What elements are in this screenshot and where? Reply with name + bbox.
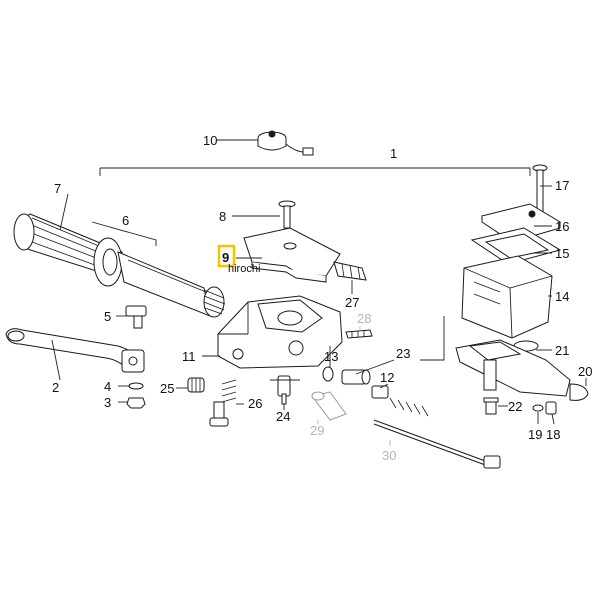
part-8-screw [278,200,296,229]
part-30-pushrod [373,419,501,469]
part-29-piston-grey [311,391,347,421]
callout-3: 3 [104,395,111,410]
callout-26: 26 [248,396,262,411]
part-15-gasket [470,227,562,265]
callout-4: 4 [104,379,111,394]
part-18-screw [545,401,557,415]
callout-20: 20 [578,364,592,379]
leader-1 [99,167,531,176]
part-27-boot [333,261,367,281]
leader-12 [379,383,389,389]
callout-22: 22 [508,399,522,414]
callout-6: 6 [122,213,129,228]
leader-2 [51,339,61,381]
part-9-cover [243,227,341,283]
callout-25: 25 [160,381,174,396]
part-4-washer [128,382,144,390]
leader-lines [51,139,587,446]
part-6-throttle-tube [117,251,226,318]
leader-18 [551,413,555,425]
part-26-spring-bolt [209,379,237,427]
callout-12: 12 [380,370,394,385]
part-10-switch [257,130,314,156]
callout-13: 13 [324,349,338,364]
callout-24: 24 [276,409,290,424]
callout-19: 19 [528,427,542,442]
callout-14: 14 [555,289,569,304]
callout-23: 23 [396,346,410,361]
part-7-grip [13,213,123,287]
callout-21: 21 [555,343,569,358]
part-20-cap [569,383,589,401]
part-12-spring [371,385,429,417]
callout-7: 7 [54,181,61,196]
part-5-bolt [125,305,147,329]
highlight-box [217,244,236,268]
leader-23 [355,316,445,375]
part-2-lever [5,328,145,373]
callout-15: 15 [555,246,569,261]
callout-28: 28 [357,311,371,326]
callout-1: 1 [390,146,397,161]
part-23-piston [341,369,371,385]
callout-16: 16 [555,219,569,234]
watermark-text: hirochi [228,263,260,275]
callout-29: 29 [310,423,324,438]
callout-9: 9 [222,250,229,265]
part-14-reservoir [461,255,553,339]
callout-labels: 1 10 7 6 8 9 hirochi 27 28 17 16 15 14 2… [52,133,592,463]
leader-7 [59,193,69,231]
callout-10: 10 [203,133,217,148]
part-23-body [455,339,571,397]
callout-11: 11 [182,349,196,364]
callout-2: 2 [52,380,59,395]
part-22-screw [483,397,499,415]
callout-8: 8 [219,209,226,224]
part-25-knob [187,377,205,393]
part-13-seal [322,366,334,382]
part-11-housing [217,295,343,369]
part-28-screw [345,329,373,339]
callout-17: 17 [555,178,569,193]
leader-6 [91,221,157,246]
callout-5: 5 [104,309,111,324]
callout-18: 18 [546,427,560,442]
part-3-nut [126,397,146,409]
part-24-valve [270,375,300,405]
callout-27: 27 [345,295,359,310]
callout-30: 30 [382,448,396,463]
part-19-washer [532,404,544,412]
